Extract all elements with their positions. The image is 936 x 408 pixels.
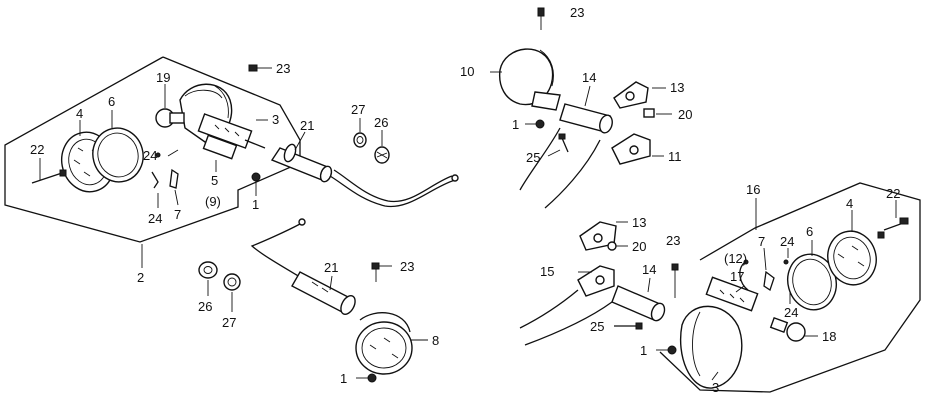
screw-25-upper <box>558 133 569 153</box>
label-2: 2 <box>137 270 144 285</box>
label-27-upper: 27 <box>351 102 365 117</box>
label-22-right: 22 <box>886 186 900 201</box>
screw-23-right <box>671 263 679 298</box>
label-24-left-a: 24 <box>143 148 157 163</box>
label-14-upper: 14 <box>582 70 596 85</box>
housing-right-lower <box>680 305 743 389</box>
label-3-lower: 3 <box>712 380 719 395</box>
label-27-lower: 27 <box>222 315 236 330</box>
label-4-right: 4 <box>846 196 853 211</box>
label-4-left: 4 <box>76 106 83 121</box>
label-17: 17 <box>730 269 744 284</box>
label-1-right: 1 <box>512 117 519 132</box>
screw-23-upper <box>248 64 272 72</box>
label-24-right-a: 24 <box>780 234 794 249</box>
label-11: 11 <box>668 149 682 164</box>
label-6-right: 6 <box>806 224 813 239</box>
label-9: (9) <box>205 194 221 209</box>
bulb-19 <box>155 108 185 128</box>
label-7-left: 7 <box>174 207 181 222</box>
bracket-11 <box>611 133 651 165</box>
nuts-upper <box>353 132 390 164</box>
label-23-left: 23 <box>276 61 290 76</box>
label-15: 15 <box>540 264 554 279</box>
label-16: 16 <box>746 182 760 197</box>
label-13-lower: 13 <box>632 215 646 230</box>
screw-23-mid <box>371 262 392 282</box>
nut-20-lower <box>607 241 617 251</box>
bolt-left <box>251 172 261 196</box>
housing-right-upper <box>498 48 561 111</box>
socket-right <box>705 259 759 312</box>
label-1-bottom: 1 <box>340 371 347 386</box>
label-1-lower: 1 <box>640 343 647 358</box>
leader-lines <box>39 71 897 381</box>
screw-22-right <box>877 217 909 239</box>
label-25-lower: 25 <box>590 319 604 334</box>
bracket-13-lower <box>579 221 617 251</box>
stem-and-cable-upper <box>270 143 459 208</box>
left-assembly-outline <box>4 56 301 243</box>
stem-and-cable-lower <box>250 218 356 315</box>
label-5: 5 <box>211 173 218 188</box>
stem-14-lower <box>524 285 666 346</box>
label-6-left: 6 <box>108 94 115 109</box>
label-7-right: 7 <box>758 234 765 249</box>
label-24-left-b: 24 <box>148 211 162 226</box>
label-21-lower: 21 <box>324 260 338 275</box>
nut-20-upper <box>643 108 655 118</box>
label-26-upper: 26 <box>374 115 388 130</box>
bulb-18 <box>769 317 806 342</box>
screw-23-top <box>537 7 545 30</box>
gasket-left <box>92 127 144 183</box>
screw-25-lower <box>614 322 643 330</box>
label-21-upper: 21 <box>300 118 314 133</box>
stem-14-upper <box>519 103 613 209</box>
nuts-lower <box>198 261 241 291</box>
label-3-upper: 3 <box>272 112 279 127</box>
label-18: 18 <box>822 329 836 344</box>
label-26-lower: 26 <box>198 299 212 314</box>
label-24-right-b: 24 <box>784 305 798 320</box>
right-assembly-outline <box>659 182 921 393</box>
label-19: 19 <box>156 70 170 85</box>
part-labels: 23 19 6 4 3 21 22 24 5 (9) 24 7 1 2 27 2… <box>30 5 900 395</box>
socket-left <box>197 113 266 160</box>
bracket-15 <box>519 265 615 329</box>
label-8: 8 <box>432 333 439 348</box>
label-14-lower: 14 <box>642 262 656 277</box>
lens-rear-left <box>355 312 413 375</box>
label-23-right: 23 <box>666 233 680 248</box>
label-12: (12) <box>724 251 747 266</box>
label-22-left: 22 <box>30 142 44 157</box>
label-13-upper: 13 <box>670 80 684 95</box>
bolt-bottom <box>356 373 377 383</box>
bolt-1-lower <box>667 345 677 355</box>
clip-parts-left <box>151 152 179 208</box>
label-23-top: 23 <box>570 5 584 20</box>
bracket-13-upper <box>613 81 649 109</box>
bolt-1-right <box>535 119 545 129</box>
label-20-upper: 20 <box>678 107 692 122</box>
label-20-lower: 20 <box>632 239 646 254</box>
label-25-upper: 25 <box>526 150 540 165</box>
lens-right <box>827 230 877 286</box>
label-23-mid: 23 <box>400 259 414 274</box>
label-1-left: 1 <box>252 197 259 212</box>
clip-parts-right <box>763 259 791 300</box>
screw-left <box>31 169 67 184</box>
label-10: 10 <box>460 64 474 79</box>
